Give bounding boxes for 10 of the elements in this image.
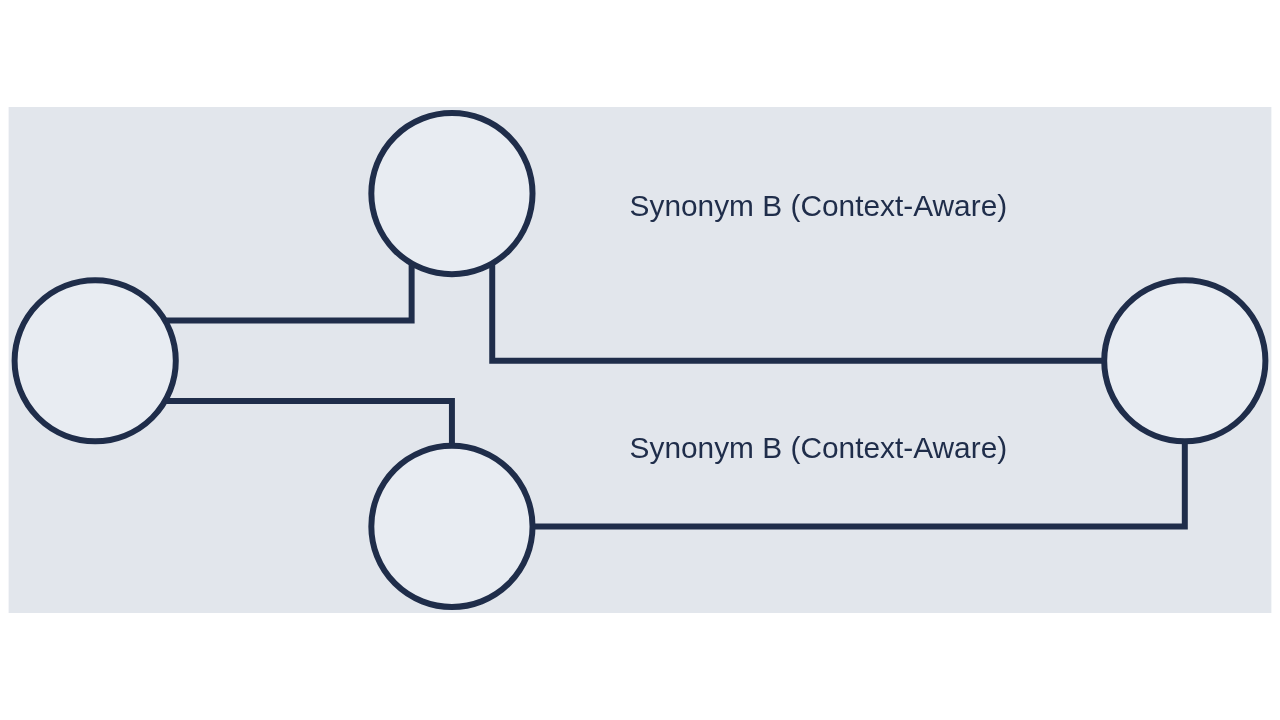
connector: [165, 263, 415, 324]
node-circle: [1101, 277, 1269, 445]
connector: [165, 398, 455, 446]
edge-label: Synonym B (Context-Aware): [629, 188, 1008, 222]
node-circle: [11, 277, 179, 445]
node-circle: [368, 110, 536, 278]
edge-label: Synonym B (Context-Aware): [629, 430, 1008, 464]
node-circle: [368, 442, 536, 610]
connector: [489, 263, 1104, 364]
connector: [533, 441, 1188, 530]
